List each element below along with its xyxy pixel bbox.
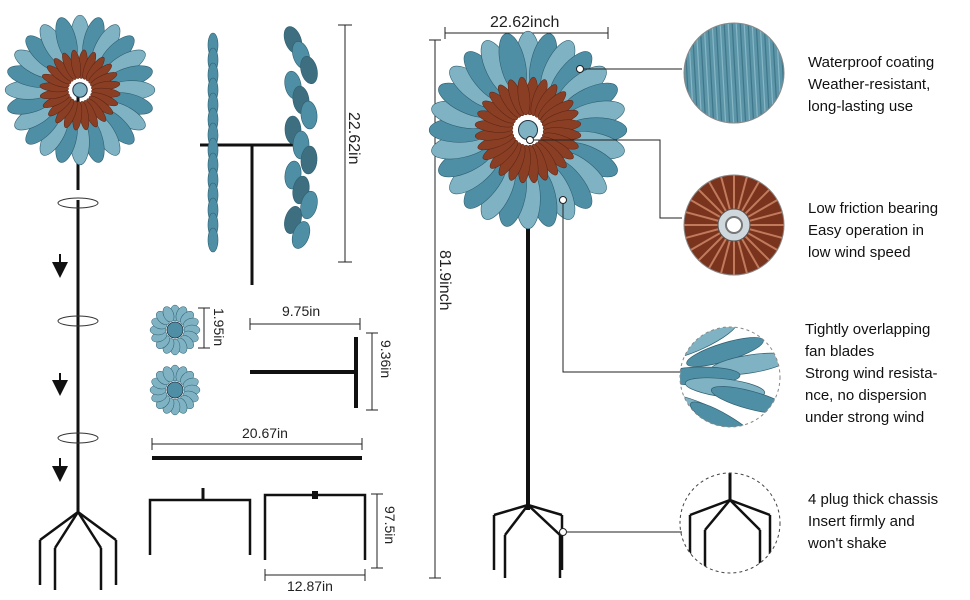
feature-line: Strong wind resista- <box>805 365 938 382</box>
feature-blades: Tightly overlapping fan blades Strong wi… <box>805 319 938 429</box>
axle-height-label: 9.36in <box>378 340 394 379</box>
detail-coating-icon <box>683 22 785 124</box>
stake-base-icon <box>148 488 383 581</box>
disc-parts-icon <box>149 304 201 416</box>
pole-part-icon <box>151 438 363 460</box>
feature-coating: Waterproof coating Weather-resistant, lo… <box>808 52 934 118</box>
feature-line: nce, no dispersion <box>805 387 927 404</box>
top-width-label: 22.62inch <box>490 14 560 31</box>
feature-line: long-lasting use <box>808 98 914 115</box>
feature-line: Easy operation in <box>808 222 924 239</box>
detail-chassis-icon <box>679 472 781 574</box>
feature-line: Waterproof coating <box>808 54 935 71</box>
axle-part-icon <box>249 318 378 411</box>
base-width-label: 12.87in <box>287 578 333 594</box>
feature-line: Low friction bearing <box>808 200 939 217</box>
windmill-assembled-icon <box>4 14 156 190</box>
feature-line: won't shake <box>808 535 887 552</box>
feature-bearing: Low friction bearing Easy operation in l… <box>808 198 938 264</box>
feature-line: Insert firmly and <box>808 513 915 530</box>
callout-lines <box>526 65 682 536</box>
pole-length-label: 20.67in <box>242 425 288 441</box>
axle-length-label: 9.75in <box>282 303 321 319</box>
base-height-label: 97.5in <box>382 506 398 545</box>
detail-bearing-icon <box>683 174 785 276</box>
feature-line: low wind speed <box>808 244 911 261</box>
feature-line: fan blades <box>805 343 875 360</box>
small-disc-label: 1.95in <box>211 308 227 347</box>
feature-line: 4 plug thick chassis <box>808 491 939 508</box>
total-height-label: 81.9inch <box>436 250 453 311</box>
feature-line: Tightly overlapping <box>805 321 931 338</box>
small-disc-dimension <box>198 307 210 349</box>
feature-line: under strong wind <box>805 409 925 426</box>
assembly-steps-icon <box>38 197 118 590</box>
detail-blades-icon <box>679 326 781 428</box>
side-height-label: 22.62in <box>345 112 362 165</box>
windmill-side-view-icon <box>200 24 352 285</box>
feature-chassis: 4 plug thick chassis Insert firmly and w… <box>808 489 938 555</box>
windmill-main-icon <box>428 27 628 579</box>
feature-line: Weather-resistant, <box>808 76 931 93</box>
